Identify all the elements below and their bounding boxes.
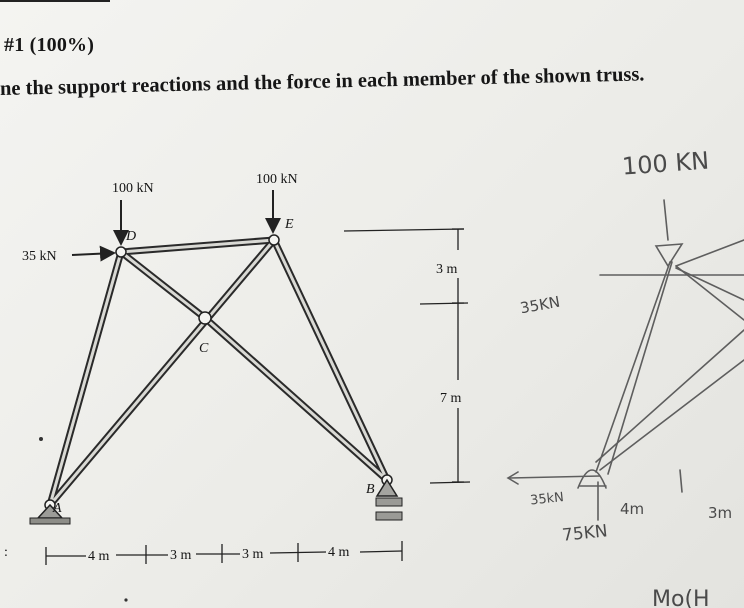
joint-e-label: E [284, 217, 294, 232]
hand-dim-4m: 4m [620, 500, 644, 518]
load-d-label: 100 kN [112, 181, 154, 196]
load-horizontal-arrow [71, 245, 116, 262]
hand-bottom: Mo(H [652, 587, 710, 608]
dim-lower-height: 7 m [440, 391, 462, 406]
dim-span-1: 4 m [88, 549, 110, 564]
joint-d-pin [115, 246, 127, 258]
margin-dot [39, 437, 43, 441]
joint-b-label: B [366, 482, 375, 497]
dim-span-4: 4 m [328, 545, 350, 560]
margin-dot-2 [124, 598, 128, 602]
dim-top-height: 3 m [436, 262, 458, 277]
handwritten-sketch [506, 199, 744, 521]
joint-d-label: D [125, 229, 136, 244]
load-horizontal-label: 35 kN [22, 249, 57, 264]
support-b [375, 478, 403, 521]
hand-load-left: 35KN [519, 293, 562, 318]
horizontal-dimension [45, 541, 403, 565]
vertical-dimension [343, 228, 471, 484]
dim-span-2: 3 m [170, 548, 192, 563]
joint-c-pin [198, 311, 212, 325]
top-rule [0, 0, 110, 2]
support-a [29, 503, 71, 525]
hand-dim-3m: 3m [708, 504, 732, 522]
hand-reaction-h: 35kN [529, 490, 564, 508]
joint-e-pin [268, 234, 280, 246]
truss-members [46, 236, 391, 509]
joint-a-label: A [52, 501, 62, 516]
hand-reaction-v: 75KN [561, 521, 608, 546]
margin-colon: : [4, 545, 8, 560]
truss-joints [44, 234, 393, 511]
dim-span-3: 3 m [242, 547, 264, 562]
hand-load-top: 100 KN [621, 147, 710, 181]
joint-c-label: C [199, 341, 209, 356]
load-e-label: 100 kN [256, 172, 298, 187]
problem-number: #1 (100%) [4, 34, 95, 56]
